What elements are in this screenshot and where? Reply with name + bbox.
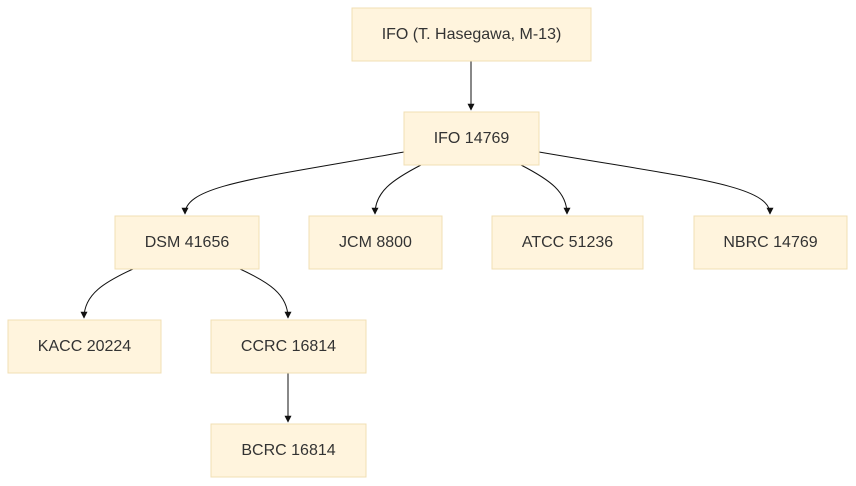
node-ifo-hasegawa-box [351,7,592,62]
node-ifo-14769: IFO 14769 [403,111,540,166]
node-dsm-41656: DSM 41656 [114,215,260,270]
edge-n1-to-n2 [181,151,405,215]
node-jcm-8800-box [308,215,443,270]
node-jcm-8800-label: JCM 8800 [339,234,412,251]
node-jcm-8800: JCM 8800 [308,215,443,270]
edge-n1-to-n4 [520,164,571,215]
node-atcc-51236-box [491,215,644,270]
node-bcrc-16814-label: BCRC 16814 [241,442,335,459]
node-nbrc-14769-label: NBRC 14769 [723,234,817,251]
node-dsm-41656-label: DSM 41656 [145,234,230,251]
node-atcc-51236: ATCC 51236 [491,215,644,270]
edge-n2-to-n7 [239,268,292,319]
node-atcc-51236-label: ATCC 51236 [522,234,613,251]
node-kacc-20224-box [7,319,162,374]
node-nbrc-14769-box [693,215,848,270]
node-ccrc-16814: CCRC 16814 [210,319,367,374]
node-nbrc-14769: NBRC 14769 [693,215,848,270]
node-ccrc-16814-label: CCRC 16814 [241,338,336,355]
node-kacc-20224-label: KACC 20224 [38,338,131,355]
node-dsm-41656-box [114,215,260,270]
node-ccrc-16814-box [210,319,367,374]
node-kacc-20224: KACC 20224 [7,319,162,374]
edge-n1-to-n3 [371,164,422,215]
edge-n2-to-n6 [80,268,134,319]
node-ifo-14769-box [403,111,540,166]
node-ifo-hasegawa: IFO (T. Hasegawa, M-13) [351,7,592,62]
node-bcrc-16814-box [210,423,367,478]
edge-n1-to-n5 [538,151,774,215]
node-ifo-hasegawa-label: IFO (T. Hasegawa, M-13) [382,26,562,43]
node-bcrc-16814: BCRC 16814 [210,423,367,478]
edges-layer [80,61,774,423]
node-ifo-14769-label: IFO 14769 [434,130,510,147]
